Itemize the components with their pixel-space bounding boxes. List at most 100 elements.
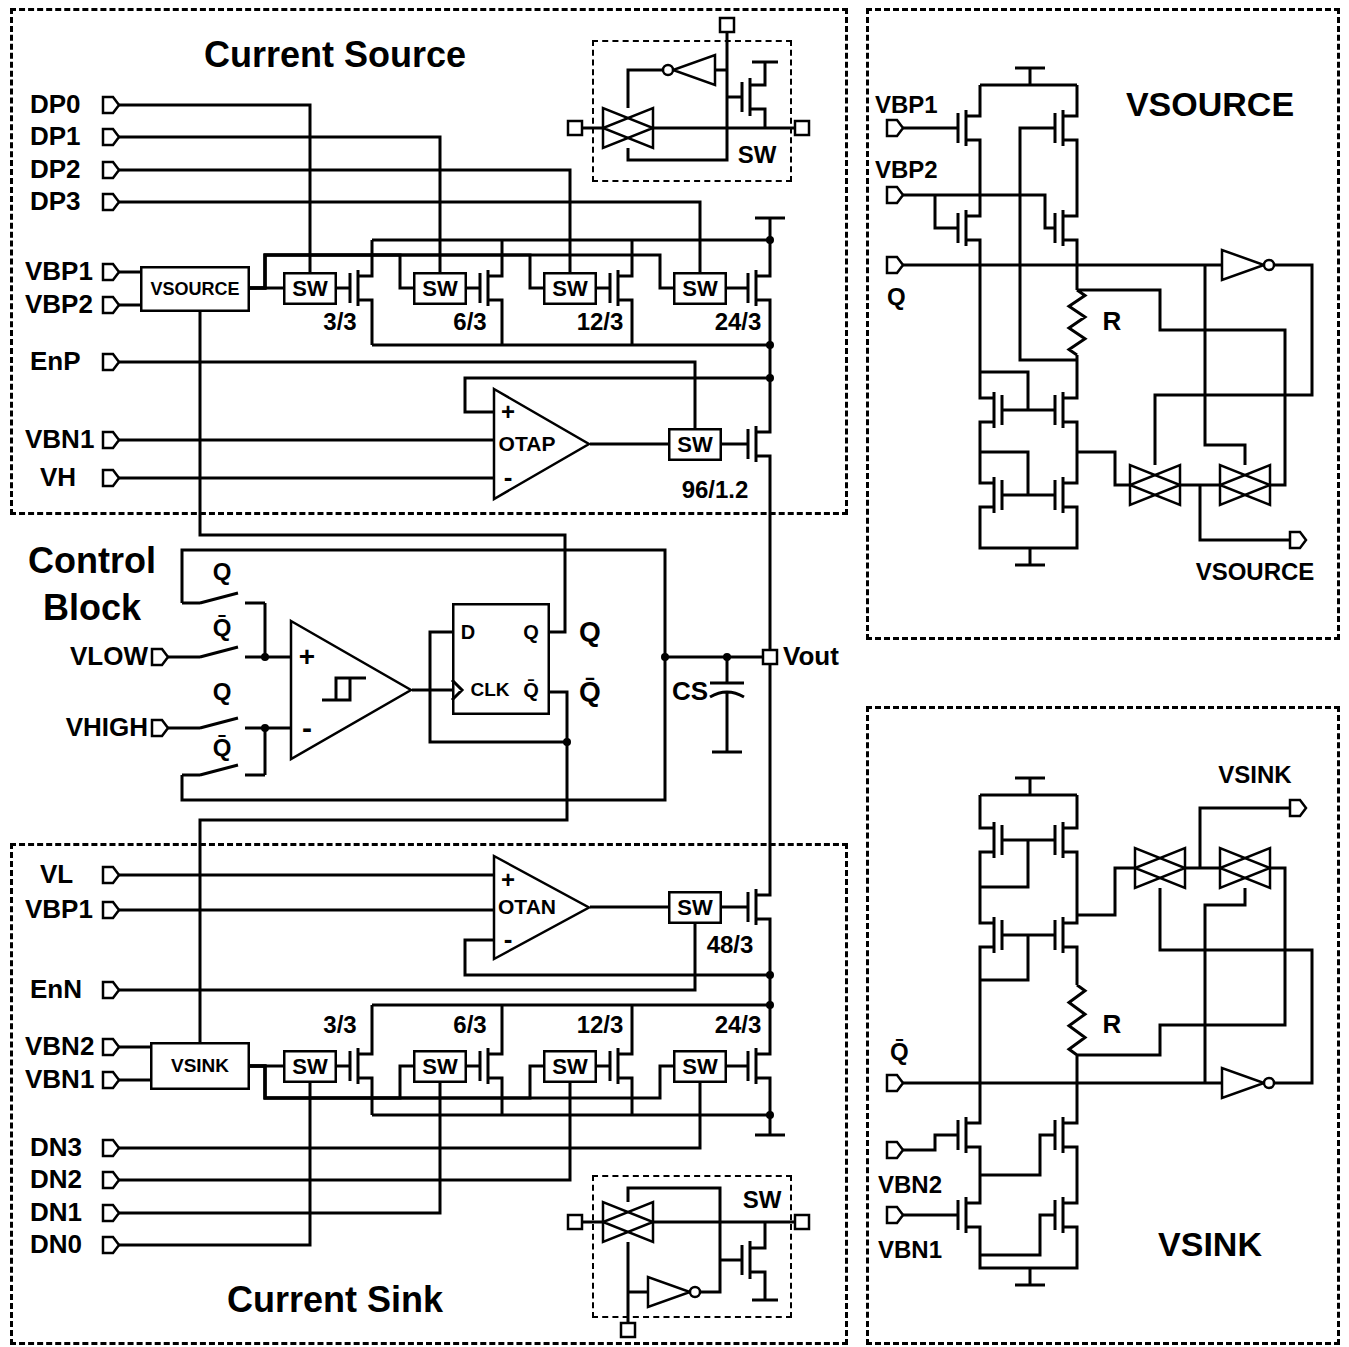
node-text: SW	[292, 276, 327, 301]
signal-label: VBN2	[878, 1171, 942, 1199]
inverter	[1222, 250, 1264, 280]
signal-label: VHIGH	[66, 713, 148, 743]
switch-inset: SW	[592, 40, 792, 182]
node-text: SW	[422, 276, 457, 301]
inverter	[673, 55, 715, 85]
junction-dot	[766, 971, 774, 979]
node-text: +	[501, 398, 515, 426]
comparator: +-	[290, 620, 412, 760]
signal-label: VBP1	[875, 91, 938, 119]
input-pin	[103, 354, 119, 370]
signal-label: 12/3	[577, 308, 624, 336]
signal-label: Q	[887, 283, 906, 311]
transmission-gate	[603, 1202, 653, 1242]
switch-box: SW	[673, 1050, 727, 1083]
signal-label: CS	[672, 677, 708, 707]
switch-box: SW	[673, 272, 727, 305]
wire-connector	[590, 906, 668, 909]
node-text: OTAN	[498, 895, 556, 919]
node-text: -	[504, 925, 513, 955]
signal-label: VBP2	[875, 156, 938, 184]
junction-dot	[766, 341, 774, 349]
input-pin	[1290, 532, 1306, 548]
node-text: Q	[523, 621, 539, 644]
node-text: SW	[552, 276, 587, 301]
wire-connector	[412, 689, 452, 692]
bias-block: VSINK	[150, 1042, 250, 1090]
input-pin	[103, 432, 119, 448]
input-pin	[103, 867, 119, 883]
switch-inset: SW	[592, 1175, 792, 1318]
node-text: CLK	[470, 679, 509, 701]
signal-label: DP0	[30, 90, 81, 120]
switch-box: SW	[413, 1050, 467, 1083]
signal-label: Vout	[783, 642, 839, 672]
node-text: VSINK	[171, 1055, 229, 1077]
input-pin	[103, 297, 119, 313]
input-pin	[103, 470, 119, 486]
node-text: SW	[743, 1186, 782, 1214]
signal-label: 24/3	[715, 308, 762, 336]
switch-box: SW	[668, 891, 722, 924]
input-pin	[103, 1072, 119, 1088]
transmission-gate	[603, 1202, 653, 1242]
wire-connector	[250, 1066, 413, 1098]
switch-box: SW	[668, 428, 722, 461]
input-pin	[152, 720, 168, 736]
terminal-square	[795, 1215, 809, 1229]
transmission-gate	[603, 108, 653, 148]
node-text: SW	[682, 276, 717, 301]
signal-label: VSINK	[1218, 761, 1291, 789]
input-pin	[103, 1205, 119, 1221]
signal-label: Q	[213, 558, 232, 586]
node-text: +	[501, 866, 515, 894]
panel-title: VSINK	[1158, 1225, 1262, 1264]
ota-amplifier: +OTAN -	[493, 855, 590, 960]
switch-box: SW	[543, 272, 597, 305]
input-pin	[103, 902, 119, 918]
node-text: OTAP	[499, 432, 556, 456]
input-pin	[103, 1237, 119, 1253]
circuit-panel: Current SourceSWVSOURCESWSWSWSW+OTAP-SW	[10, 8, 848, 515]
signal-label: 6/3	[453, 1011, 486, 1039]
d-flip-flop: DQCLKQ̄	[452, 603, 550, 715]
transmission-gate	[603, 108, 653, 148]
signal-label: R	[1103, 1010, 1122, 1040]
terminal-square	[720, 18, 734, 32]
signal-label: R	[1103, 307, 1122, 337]
switch-box: SW	[283, 272, 337, 305]
signal-label: VBN1	[25, 1065, 94, 1095]
signal-label: Q	[213, 678, 232, 706]
signal-label: Q	[579, 616, 601, 648]
ota-amplifier: +OTAP-	[493, 388, 590, 500]
input-pin	[103, 129, 119, 145]
signal-label: Q̄	[213, 734, 232, 762]
terminal-square	[621, 1323, 635, 1337]
amplifier-triangle	[494, 856, 589, 959]
signal-label: DN3	[30, 1133, 82, 1163]
signal-label: 12/3	[577, 1011, 624, 1039]
node-text: SW	[552, 1054, 587, 1079]
junction-dot	[661, 653, 669, 661]
signal-label: 96/1.2	[682, 476, 749, 504]
junction-dot	[261, 724, 269, 732]
signal-label: VBN1	[878, 1236, 942, 1264]
signal-label: EnN	[30, 975, 82, 1005]
signal-label: EnP	[30, 347, 81, 377]
signal-label: DN1	[30, 1198, 82, 1228]
signal-label: VBN2	[25, 1032, 94, 1062]
inverter	[1222, 1068, 1264, 1098]
signal-label: Control Block	[12, 538, 172, 632]
panel-title: Current Sink	[227, 1279, 443, 1320]
wire-connector	[200, 692, 567, 1042]
transmission-gate	[1220, 848, 1270, 888]
input-pin	[887, 120, 903, 136]
signal-label: VBP1	[25, 257, 93, 287]
amplifier-triangle	[291, 621, 411, 759]
signal-label: DP2	[30, 155, 81, 185]
node-text: SW	[677, 432, 712, 457]
signal-label: DP1	[30, 122, 81, 152]
node-text: SW	[677, 895, 712, 920]
wire-connector	[590, 443, 668, 446]
